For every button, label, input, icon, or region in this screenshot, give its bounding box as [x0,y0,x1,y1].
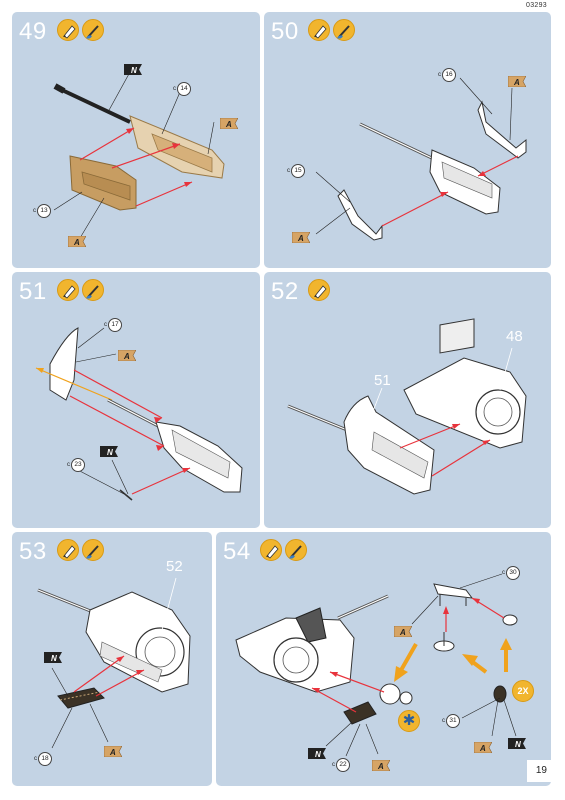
brush-glue-icon [82,279,104,301]
flag-n-label: N [315,750,321,759]
flag-a: A [507,74,527,88]
glue-icon [57,279,79,301]
flag-a-label: A [123,352,130,361]
cement-star-icon: ✱ [398,710,420,732]
flag-a: A [67,234,87,248]
part-ref-number: 23 [71,458,85,472]
part-ref-prefix: c [287,168,290,174]
step-51-drawing [35,327,243,501]
step-number: 54 [223,538,251,565]
part-label-48: 48 [506,328,523,345]
part-ref-number: 31 [446,714,460,728]
flag-n: N [100,444,118,457]
flag-a: A [393,624,413,638]
flag-a: A [103,744,123,758]
step-number: 51 [19,278,47,305]
quantity-badge: 2X [512,680,534,702]
flag-n-label: N [131,66,137,75]
step-52-panel: 52 51 48 [264,272,551,528]
part-ref-prefix: c [34,756,37,762]
part-label-51: 51 [374,372,391,389]
brush-glue-icon [333,19,355,41]
part-ref-number: 22 [336,758,350,772]
glue-icon [308,279,330,301]
glue-icon [57,19,79,41]
step-number: 52 [271,278,299,305]
brush-glue-icon [285,539,307,561]
step-52-drawing [287,318,527,495]
flag-a-label: A [225,120,232,129]
part-ref-number: 30 [506,566,520,580]
step-54-panel: 54 [216,532,551,786]
flag-n-label: N [51,654,57,663]
part-label-52: 52 [166,558,183,575]
flag-a-label: A [377,762,384,771]
flag-n: N [508,736,526,749]
part-ref-prefix: c [442,718,445,724]
flag-a-label: A [73,238,80,247]
brush-glue-icon [82,539,104,561]
glue-icon [260,539,282,561]
glue-icon [308,19,330,41]
step-number: 53 [19,538,47,565]
step-number: 49 [19,18,47,45]
glue-icon [57,539,79,561]
part-ref-prefix: c [332,762,335,768]
part-ref-prefix: c [438,72,441,78]
flag-a: A [117,348,137,362]
step-54-drawing [235,573,518,757]
step-number: 50 [271,18,299,45]
flag-a: A [473,740,493,754]
part-ref-number: 13 [37,204,51,218]
flag-n-label: N [107,448,113,457]
flag-n-label: N [515,740,521,749]
flag-a-label: A [513,78,520,87]
part-ref-number: 16 [442,68,456,82]
flag-a-label: A [479,744,486,753]
part-ref-number: 17 [108,318,122,332]
flag-a-label: A [297,234,304,243]
part-ref-number: 18 [38,752,52,766]
flag-n: N [124,62,142,75]
part-ref-number: 14 [177,82,191,96]
part-ref-prefix: c [104,322,107,328]
part-ref-prefix: c [502,570,505,576]
part-ref-prefix: c [33,208,36,214]
step-50-drawing [315,77,527,241]
part-ref-prefix: c [67,462,70,468]
brush-glue-icon [82,19,104,41]
flag-a-label: A [109,748,116,757]
flag-a: A [219,116,239,130]
flag-a: A [291,230,311,244]
flag-n: N [44,650,62,663]
part-ref-prefix: c [173,86,176,92]
step-49-drawing [53,71,225,239]
flag-a-label: A [399,628,406,637]
page-number: 19 [535,765,547,776]
flag-a: A [371,758,391,772]
doc-code: 03293 [526,2,547,9]
page-number-box [527,760,553,782]
step-53-drawing [37,577,191,749]
part-ref-number: 15 [291,164,305,178]
flag-n: N [308,746,326,759]
